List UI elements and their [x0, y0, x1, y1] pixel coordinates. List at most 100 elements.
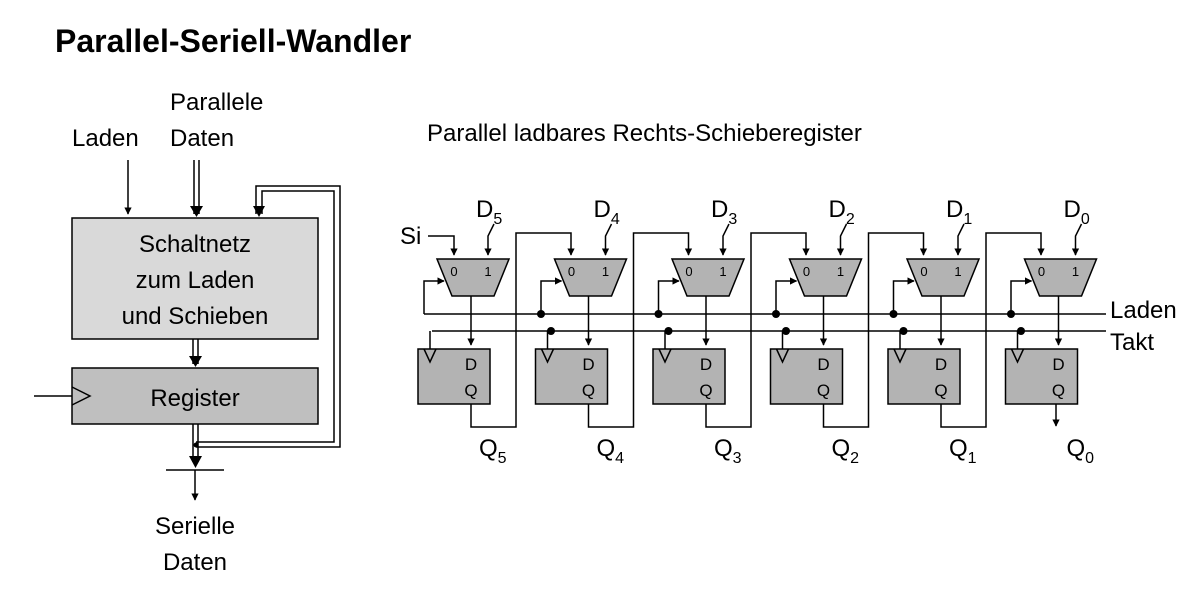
- flipflop-clock-3: [658, 348, 672, 364]
- q-output-label-q3: Q3: [714, 435, 742, 467]
- flipflop-clock-4: [540, 348, 555, 364]
- mux-input1-label-4: 1: [602, 264, 609, 279]
- data-input-label-d1: D1: [946, 196, 972, 228]
- shift-wire-4: [587, 232, 693, 428]
- q-output-label-q4: Q4: [597, 435, 625, 467]
- shift-wire-2: [822, 232, 928, 428]
- mux-input0-label-3: 0: [685, 264, 692, 279]
- data-input-label-d0: D0: [1064, 196, 1090, 228]
- stage-1: 0 1DQ: [887, 223, 1045, 428]
- stage-0: 0 1DQ: [1004, 223, 1098, 427]
- takt-junction-3: [664, 327, 673, 335]
- flipflop-4: [534, 348, 609, 405]
- feedback-loop-inner: [196, 190, 335, 443]
- mux-input0-label-4: 0: [568, 264, 575, 279]
- schaltnetz-label-line3: und Schieben: [122, 303, 269, 330]
- feedback-junction: [193, 442, 199, 448]
- data-input-wire-d5: [484, 223, 495, 256]
- q-output-label-q5: Q5: [479, 435, 507, 467]
- mux-input0-label-1: 0: [920, 264, 927, 279]
- flipflop-q-label-2: Q: [817, 381, 830, 400]
- mux-input1-label-3: 1: [719, 264, 726, 279]
- takt-junction-2: [782, 327, 790, 335]
- mux-select-wire-2: [775, 277, 798, 314]
- stage-5: 0 1DQ: [417, 223, 575, 428]
- flipflop-2: [769, 348, 844, 405]
- data-input-label-d2: D2: [829, 196, 855, 228]
- flipflop-clock-1: [893, 348, 907, 364]
- flipflop-d-label-5: D: [465, 355, 477, 374]
- mux-1: [905, 258, 981, 297]
- q-output-label-q2: Q2: [832, 435, 860, 467]
- mux-input0-label-0: 0: [1038, 264, 1045, 279]
- flipflop-q-label-4: Q: [582, 381, 595, 400]
- flipflop-q-label-3: Q: [699, 381, 712, 400]
- data-input-label-d3: D3: [711, 196, 737, 228]
- parallel-data-label-line2: Daten: [170, 125, 234, 152]
- feedback-loop-outer: [196, 185, 341, 448]
- mux-input0-label-5: 0: [450, 264, 457, 279]
- block-diagram: Laden Parallele Daten Schaltnetz zum Lad…: [34, 89, 341, 576]
- shift-wire-5: [470, 232, 575, 428]
- laden-junction-0: [1007, 310, 1015, 318]
- flipflop-clock-0: [1010, 348, 1025, 364]
- schaltnetz-to-register-head: [189, 356, 202, 367]
- flipflop-0: [1004, 348, 1079, 405]
- mux-input1-label-0: 1: [1072, 264, 1079, 279]
- mux-input1-label-1: 1: [954, 264, 961, 279]
- register-out-head: [189, 456, 202, 468]
- serial-input-wire: [428, 235, 458, 256]
- flipflop-1: [887, 348, 961, 405]
- flipflop-q-label-5: Q: [464, 381, 477, 400]
- data-input-wire-d1: [954, 223, 965, 256]
- data-input-wire-d0: [1071, 223, 1083, 256]
- mux-5: [435, 258, 511, 297]
- feedback-arrowhead: [253, 206, 265, 217]
- data-input-label-d4: D4: [594, 196, 620, 228]
- mux-select-wire-0: [1010, 277, 1033, 314]
- flipflop-d-label-0: D: [1052, 355, 1064, 374]
- serial-data-label-line2: Daten: [163, 549, 227, 576]
- takt-bus-label: Takt: [1110, 329, 1154, 356]
- schaltnetz-label-line2: zum Laden: [136, 267, 255, 294]
- takt-junction-4: [547, 327, 555, 335]
- flipflop-q-label-0: Q: [1052, 381, 1065, 400]
- serial-data-label-line1: Serielle: [155, 513, 235, 540]
- mux-select-wire-4: [540, 277, 563, 314]
- stage-4: 0 1DQ: [534, 223, 693, 428]
- flipflop-d-label-1: D: [935, 355, 947, 374]
- mux-2: [788, 258, 863, 297]
- laden-input-label: Laden: [72, 125, 139, 152]
- page-title: Parallel-Seriell-Wandler: [55, 23, 411, 59]
- data-input-label-d5: D5: [476, 196, 502, 228]
- flipflop-3: [652, 348, 726, 405]
- flipflop-q-label-1: Q: [934, 381, 947, 400]
- data-input-wire-d3: [719, 223, 730, 256]
- schaltnetz-label-line1: Schaltnetz: [139, 231, 251, 258]
- mux-3: [670, 258, 746, 297]
- mux-0: [1023, 258, 1098, 297]
- register-clock-triangle: [71, 386, 92, 406]
- flipflop-5: [417, 348, 491, 405]
- register-label: Register: [150, 385, 239, 412]
- mux-input1-label-5: 1: [484, 264, 491, 279]
- mux-input0-label-2: 0: [803, 264, 810, 279]
- takt-junction-1: [899, 327, 908, 335]
- mux-4: [553, 258, 628, 297]
- laden-bus-label: Laden: [1110, 297, 1177, 324]
- mux-select-wire-1: [892, 277, 915, 314]
- flipflop-clock-5: [423, 348, 437, 364]
- takt-junction-0: [1017, 327, 1025, 335]
- register-box: [71, 367, 319, 425]
- mux-select-wire-3: [657, 277, 680, 314]
- schaltnetz-box: [71, 217, 319, 340]
- laden-junction-1: [889, 310, 898, 318]
- laden-junction-2: [772, 310, 780, 318]
- laden-junction-4: [537, 310, 545, 318]
- flipflop-d-label-4: D: [582, 355, 594, 374]
- mux-select-wire-5: [423, 277, 445, 314]
- parallel-data-arrowhead: [190, 206, 203, 217]
